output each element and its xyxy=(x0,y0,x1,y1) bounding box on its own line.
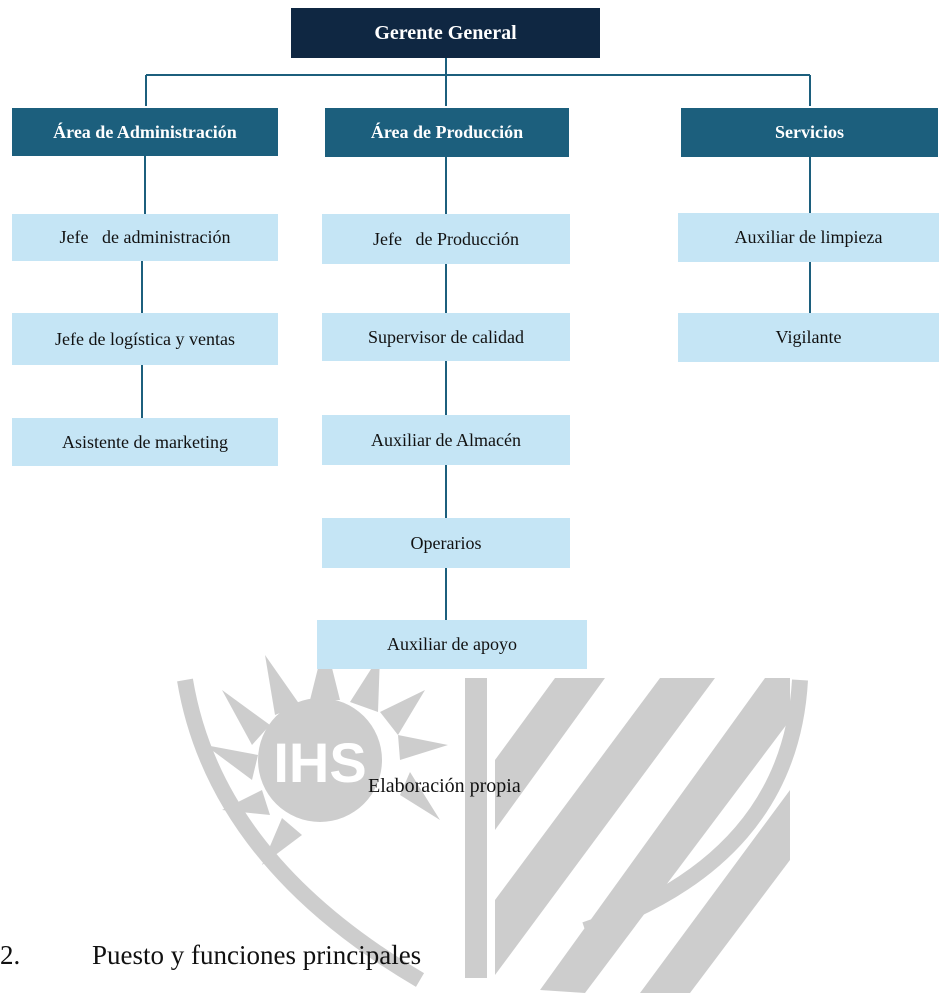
role-label: Jefe de administración xyxy=(59,227,231,247)
area-produccion-label: Área de Producción xyxy=(370,122,524,142)
section-title: Puesto y funciones principales xyxy=(92,940,422,970)
sun-disc xyxy=(258,698,382,822)
role-label: Supervisor de calidad xyxy=(368,326,524,347)
section-heading: 2. Puesto y funciones principales xyxy=(0,940,421,971)
role-box: Operarios xyxy=(322,518,570,568)
role-box: Auxiliar de apoyo xyxy=(317,620,587,669)
role-label: Auxiliar de limpieza xyxy=(734,227,883,247)
area-servicios-box: Servicios xyxy=(681,108,938,157)
role-label: Asistente de marketing xyxy=(62,431,228,452)
area-administracion-label: Área de Administración xyxy=(53,121,237,142)
diagonal-stripes xyxy=(495,678,790,993)
role-box: Supervisor de calidad xyxy=(322,313,570,361)
role-label: Auxiliar de apoyo xyxy=(387,634,517,654)
role-box: Jefe de Producción xyxy=(322,214,570,264)
role-box: Jefe de logística y ventas xyxy=(12,313,278,365)
gerente-general-box: Gerente General xyxy=(291,8,600,58)
sun-rays-icon xyxy=(205,640,448,865)
ihs-logo-text: IHS xyxy=(273,731,366,794)
role-box: Auxiliar de limpieza xyxy=(678,213,939,262)
role-box: Auxiliar de Almacén xyxy=(322,415,570,465)
area-produccion-box: Área de Producción xyxy=(325,108,569,157)
role-label: Operarios xyxy=(410,532,482,553)
role-label: Auxiliar de Almacén xyxy=(371,429,521,450)
gerente-general-label: Gerente General xyxy=(374,21,517,44)
role-label: Vigilante xyxy=(775,327,842,347)
section-number: 2. xyxy=(0,940,21,970)
role-label: Jefe de logística y ventas xyxy=(55,328,235,349)
area-servicios-label: Servicios xyxy=(775,122,844,142)
role-box: Vigilante xyxy=(678,313,939,362)
role-box: Asistente de marketing xyxy=(12,418,278,466)
figure-caption: Elaboración propia xyxy=(368,775,521,797)
role-label: Jefe de Producción xyxy=(373,228,519,249)
area-administracion-box: Área de Administración xyxy=(12,108,278,156)
role-box: Jefe de administración xyxy=(12,214,278,261)
